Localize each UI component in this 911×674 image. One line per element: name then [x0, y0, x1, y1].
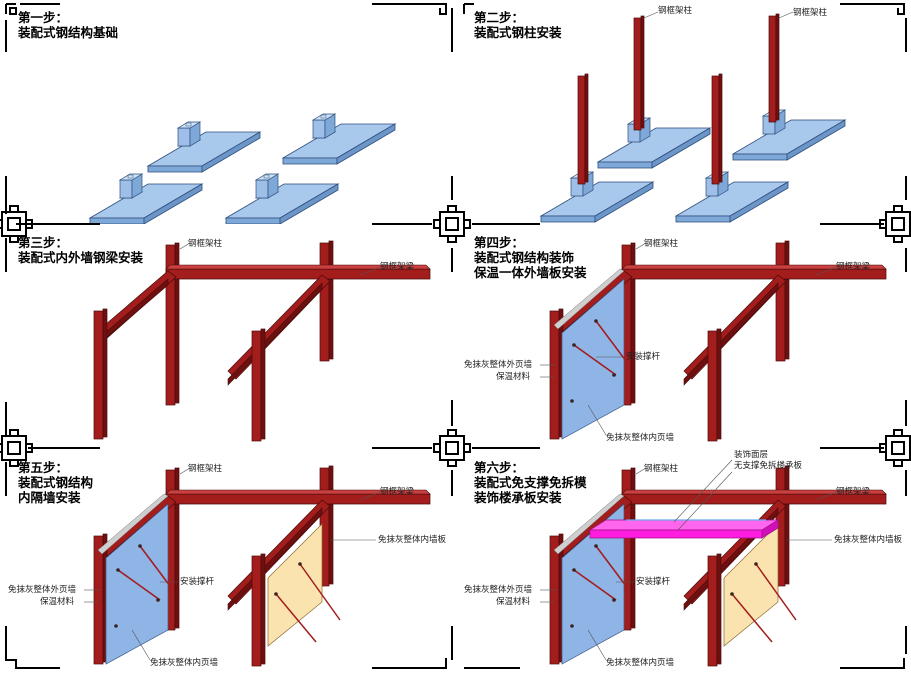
foundation-3 [89, 173, 203, 224]
label-steel-column: 钢框架柱 [793, 8, 828, 18]
label-inner-page-wall: 免抹灰整体内页墙 [606, 658, 675, 668]
label-steel-beam: 钢框架梁 [836, 262, 871, 272]
label-steel-beam: 钢框架梁 [380, 262, 415, 272]
label-steel-column: 钢框架柱 [644, 464, 679, 474]
foundation-3 [540, 171, 654, 223]
panel-step-5: 第五步： 装配式钢结构 内隔墙安装 钢框架柱 钢框架梁 免抹灰整体内墙板 安装撑… [0, 450, 455, 674]
label-floor-deck: 无支撑免拆楼承板 [734, 461, 803, 471]
label-install-strut: 安装撑杆 [180, 577, 215, 587]
panel-step-1: 第一步： 装配式钢结构基础 [0, 0, 455, 224]
label-install-strut: 安装撑杆 [636, 577, 671, 587]
panel-step-2: 第二步： 装配式钢柱安装 钢框架柱 钢框架柱 [456, 0, 911, 224]
panel-step-6: 第六步： 装配式免支撑免拆模 装饰楼承板安装 钢框架柱 装饰面层 无支撑免拆楼承… [456, 450, 911, 674]
steel-column-3 [577, 73, 589, 185]
label-steel-column: 钢框架柱 [644, 239, 679, 249]
label-inner-page-wall: 免抹灰整体内页墙 [606, 433, 675, 443]
foundation-1 [147, 121, 261, 173]
step-title: 第二步： 装配式钢柱安装 [474, 10, 562, 40]
outer-wall-panel [553, 493, 627, 665]
foundation-1 [597, 117, 711, 169]
label-steel-column: 钢框架柱 [188, 239, 223, 249]
foundation-4 [675, 171, 789, 223]
step-title: 第一步： 装配式钢结构基础 [18, 10, 119, 40]
partition-wall-diagram [84, 465, 431, 667]
foundation-2 [282, 113, 396, 165]
step-title: 第六步： 装配式免支撑免拆模 装饰楼承板安装 [474, 460, 587, 505]
label-inner-page-wall: 免抹灰整体内页墙 [150, 658, 219, 668]
label-steel-column: 钢框架柱 [188, 464, 223, 474]
step-title: 第四步： 装配式钢结构装饰 保温一体外墙板安装 [474, 235, 587, 280]
label-decor-layer: 装饰面层 [734, 450, 769, 460]
column-install-diagram [540, 11, 846, 223]
foundation-2 [732, 109, 846, 161]
floor-deck-diagram [540, 459, 887, 667]
beam-install-diagram [93, 240, 431, 442]
outer-wall-panel [97, 493, 171, 665]
label-insulation: 保温材料 [40, 597, 75, 607]
step-title: 第三步： 装配式内外墙钢梁安装 [18, 235, 144, 265]
label-outer-wall: 免抹灰整体外页墙 [8, 585, 77, 595]
label-outer-wall: 免抹灰整体外页墙 [464, 585, 533, 595]
outer-wall-install-diagram [540, 240, 887, 442]
step-title: 第五步： 装配式钢结构 内隔墙安装 [18, 460, 94, 505]
panel-step-4: 第四步： 装配式钢结构装饰 保温一体外墙板安装 钢框架柱 钢框架梁 安装撑杆 免… [456, 225, 911, 449]
label-inner-wall-board: 免抹灰整体内墙板 [378, 535, 447, 545]
panel-step-3: 第三步： 装配式内外墙钢梁安装 钢框架柱 钢框架梁 [0, 225, 455, 449]
floor-deck-slab [588, 519, 780, 539]
outer-wall-panel [553, 268, 627, 440]
label-inner-wall-board: 免抹灰整体内墙板 [834, 535, 903, 545]
label-outer-wall: 免抹灰整体外页墙 [464, 360, 533, 370]
steel-column-4 [711, 73, 723, 185]
label-steel-beam: 钢框架梁 [380, 487, 415, 497]
label-install-strut: 安装撑杆 [626, 352, 661, 362]
steel-column-2 [768, 13, 780, 123]
label-insulation: 保温材料 [496, 372, 531, 382]
steel-column-1 [633, 15, 645, 131]
foundation-4 [225, 173, 339, 224]
label-insulation: 保温材料 [496, 597, 531, 607]
label-steel-column: 钢框架柱 [658, 6, 693, 16]
label-steel-beam: 钢框架梁 [836, 487, 871, 497]
